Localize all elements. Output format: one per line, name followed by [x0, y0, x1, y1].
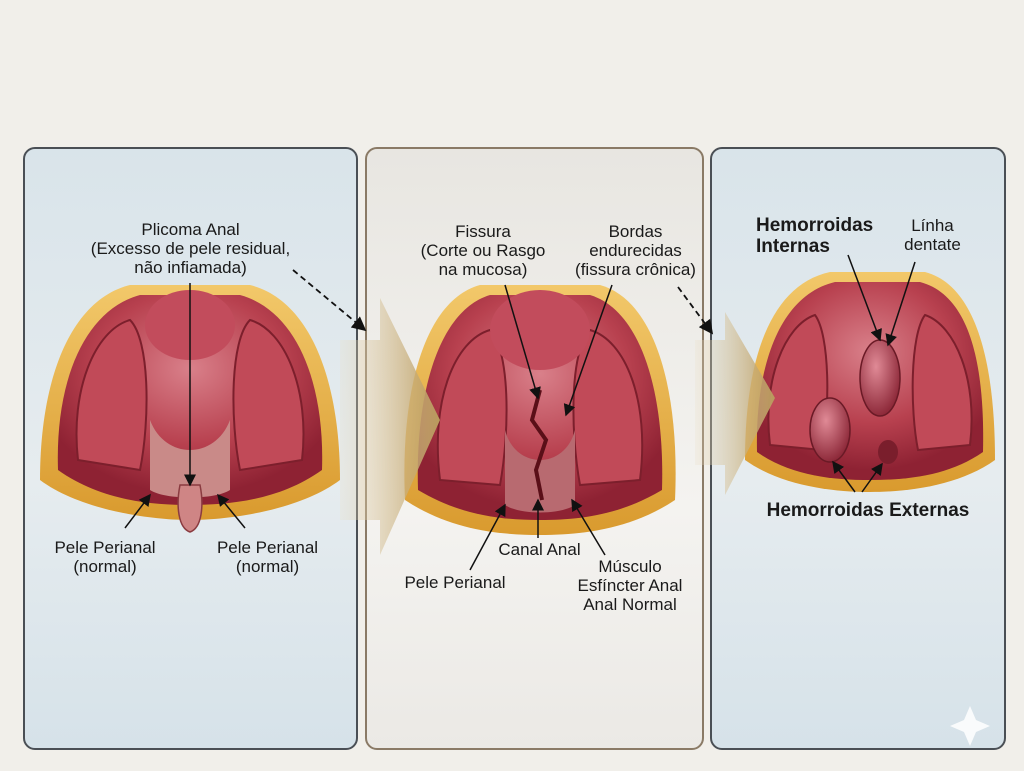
connector-dashed-1	[292, 269, 367, 332]
leader-pele-left	[124, 493, 151, 529]
sparkle-icon	[950, 706, 990, 746]
leader-linha	[885, 261, 916, 347]
leader-bordas	[563, 284, 613, 417]
leader-fissura	[504, 284, 541, 400]
anatomy-hemorroidas	[745, 272, 995, 492]
label-hemorroidas-externas: Hemorroidas Externas	[766, 500, 970, 521]
leader-pele-right	[217, 493, 246, 529]
flow-arrow-2	[695, 312, 775, 495]
label-hemorroidas-internas: Hemorroidas Internas	[756, 215, 874, 257]
label-linha-dentate: Línha dentate	[904, 216, 961, 254]
leader-internas	[847, 254, 882, 342]
label-plicoma: Plicoma Anal (Excesso de pele residual, …	[90, 220, 291, 277]
label-fissura: Fissura (Corte ou Rasgo na mucosa)	[420, 222, 546, 279]
label-bordas: Bordas endurecidas (fissura crônica)	[575, 222, 696, 279]
leader-externas-1	[832, 460, 856, 493]
flow-arrow-1	[340, 298, 440, 555]
label-musculo: Músculo Esfíncter Anal Anal Normal	[577, 557, 683, 614]
label-pele-perianal-right: Pele Perianal (normal)	[216, 538, 319, 576]
label-pele-perianal-left: Pele Perianal (normal)	[54, 538, 156, 576]
leader-pele	[469, 503, 506, 571]
label-canal-anal: Canal Anal	[498, 540, 581, 559]
connector-dashed-2	[677, 286, 714, 335]
leader-musculo	[571, 498, 606, 556]
anatomy-fissura	[404, 285, 676, 535]
leader-externas-2	[861, 462, 883, 493]
label-pele-perianal: Pele Perianal	[404, 573, 506, 592]
